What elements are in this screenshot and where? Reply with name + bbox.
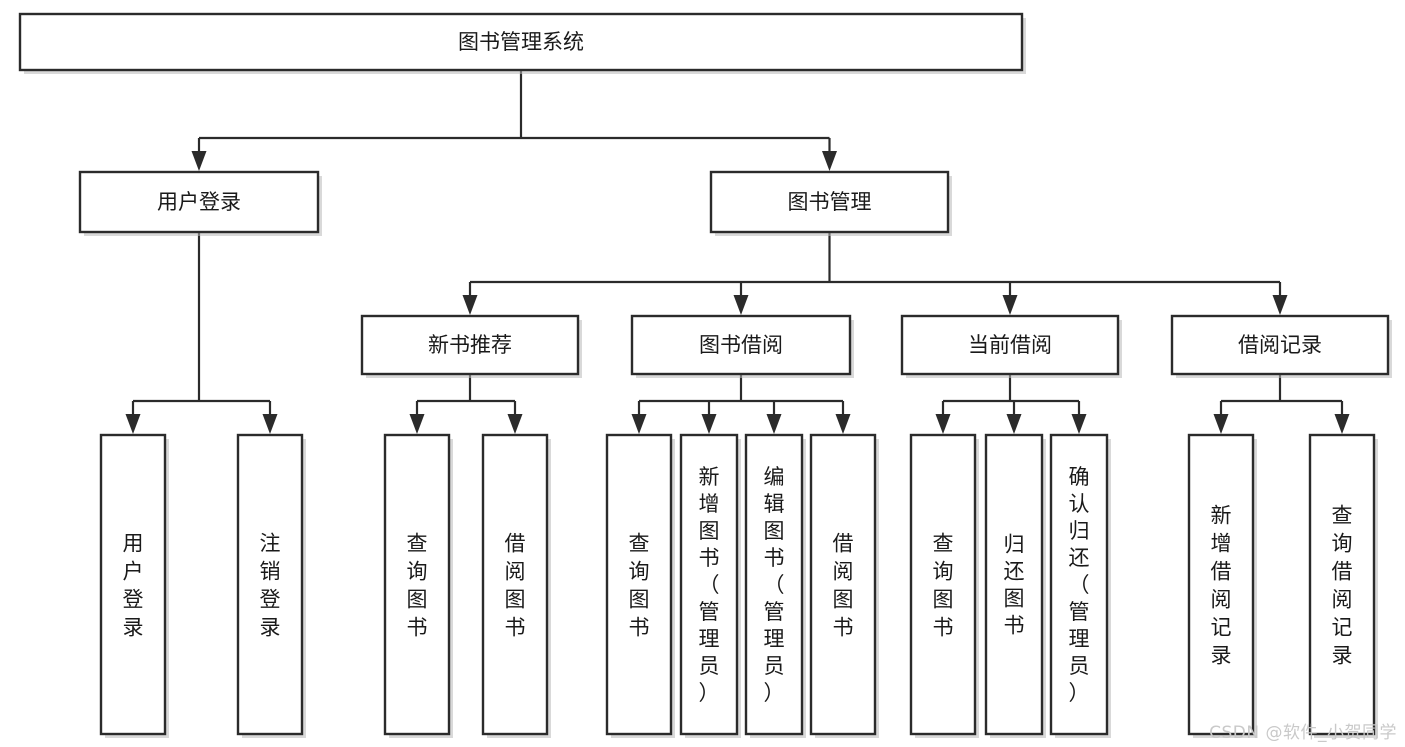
arrow-head-icon bbox=[462, 295, 478, 315]
arrow-head-icon bbox=[835, 414, 851, 434]
node-box-borrow-record[interactable] bbox=[1170, 314, 1390, 376]
node-label-leaf-add-book: 新增图书（管理员） bbox=[699, 465, 720, 705]
arrow-head-icon bbox=[733, 295, 749, 315]
arrow-head-icon bbox=[1272, 295, 1288, 315]
node-box-leaf-add-book[interactable] bbox=[679, 433, 739, 736]
node-box-leaf-user-login[interactable] bbox=[99, 433, 167, 736]
arrow-head-icon bbox=[701, 414, 717, 434]
node-label-borrow-record: 借阅记录 bbox=[1238, 333, 1322, 357]
node-box-leaf-borrow-book-2[interactable] bbox=[809, 433, 877, 736]
node-label-leaf-edit-book: 编辑图书（管理员） bbox=[764, 465, 785, 705]
node-label-leaf-confirm-return: 确认归还（管理员） bbox=[1069, 465, 1090, 705]
node-label-root: 图书管理系统 bbox=[458, 30, 584, 54]
arrow-head-icon bbox=[766, 414, 782, 434]
arrow-head-icon bbox=[1006, 414, 1022, 434]
arrow-head-icon bbox=[822, 151, 837, 171]
node-label-leaf-return-book: 归还图书 bbox=[1004, 533, 1025, 638]
node-label-leaf-user-login: 用户登录 bbox=[123, 531, 144, 639]
labels-layer: 图书管理系统用户登录图书管理新书推荐图书借阅当前借阅借阅记录用户登录注销登录查询… bbox=[123, 30, 1353, 705]
arrow-head-icon bbox=[507, 414, 523, 434]
arrow-head-icon bbox=[935, 414, 951, 434]
node-label-leaf-borrow-book-1: 借阅图书 bbox=[505, 531, 526, 639]
node-box-new-book-rec[interactable] bbox=[360, 314, 580, 376]
arrow-head-icon bbox=[125, 414, 141, 434]
node-box-leaf-query-record[interactable] bbox=[1308, 433, 1376, 736]
node-label-leaf-borrow-book-2: 借阅图书 bbox=[833, 531, 854, 639]
node-label-leaf-query-book-1: 查询图书 bbox=[407, 531, 428, 639]
boxes-layer bbox=[18, 12, 1390, 736]
node-label-book-borrow: 图书借阅 bbox=[699, 333, 783, 357]
node-box-root[interactable] bbox=[18, 12, 1024, 72]
node-label-leaf-query-book-2: 查询图书 bbox=[629, 531, 650, 639]
arrow-head-icon bbox=[262, 414, 278, 434]
arrow-head-icon bbox=[1213, 414, 1229, 434]
node-label-current-borrow: 当前借阅 bbox=[968, 333, 1052, 357]
node-box-user-login[interactable] bbox=[78, 170, 320, 234]
node-box-leaf-logout[interactable] bbox=[236, 433, 304, 736]
node-box-leaf-edit-book[interactable] bbox=[744, 433, 804, 736]
node-box-leaf-borrow-book-1[interactable] bbox=[481, 433, 549, 736]
connectors-layer bbox=[125, 70, 1350, 434]
csdn-watermark: CSDN @软件_小贺同学 bbox=[1209, 723, 1397, 743]
arrow-head-icon bbox=[631, 414, 647, 434]
node-label-leaf-query-book-3: 查询图书 bbox=[933, 531, 954, 639]
node-label-leaf-query-record: 查询借阅记录 bbox=[1332, 503, 1353, 667]
node-box-leaf-add-record[interactable] bbox=[1187, 433, 1255, 736]
arrow-head-icon bbox=[191, 151, 207, 171]
node-box-current-borrow[interactable] bbox=[900, 314, 1120, 376]
arrow-head-icon bbox=[409, 414, 425, 434]
node-label-user-login: 用户登录 bbox=[157, 190, 241, 214]
node-box-leaf-query-book-1[interactable] bbox=[383, 433, 451, 736]
arrow-head-icon bbox=[1071, 414, 1087, 434]
arrow-head-icon bbox=[1334, 414, 1350, 434]
node-box-leaf-query-book-2[interactable] bbox=[605, 433, 673, 736]
node-box-leaf-confirm-return[interactable] bbox=[1049, 433, 1109, 736]
node-box-book-manage[interactable] bbox=[709, 170, 950, 234]
node-box-book-borrow[interactable] bbox=[630, 314, 852, 376]
node-label-leaf-logout: 注销登录 bbox=[260, 531, 281, 639]
node-box-leaf-return-book[interactable] bbox=[984, 433, 1044, 736]
arrow-head-icon bbox=[1002, 295, 1018, 315]
node-label-new-book-rec: 新书推荐 bbox=[428, 333, 512, 357]
node-label-leaf-add-record: 新增借阅记录 bbox=[1211, 503, 1232, 667]
node-box-leaf-query-book-3[interactable] bbox=[909, 433, 977, 736]
node-label-book-manage: 图书管理 bbox=[788, 190, 872, 214]
